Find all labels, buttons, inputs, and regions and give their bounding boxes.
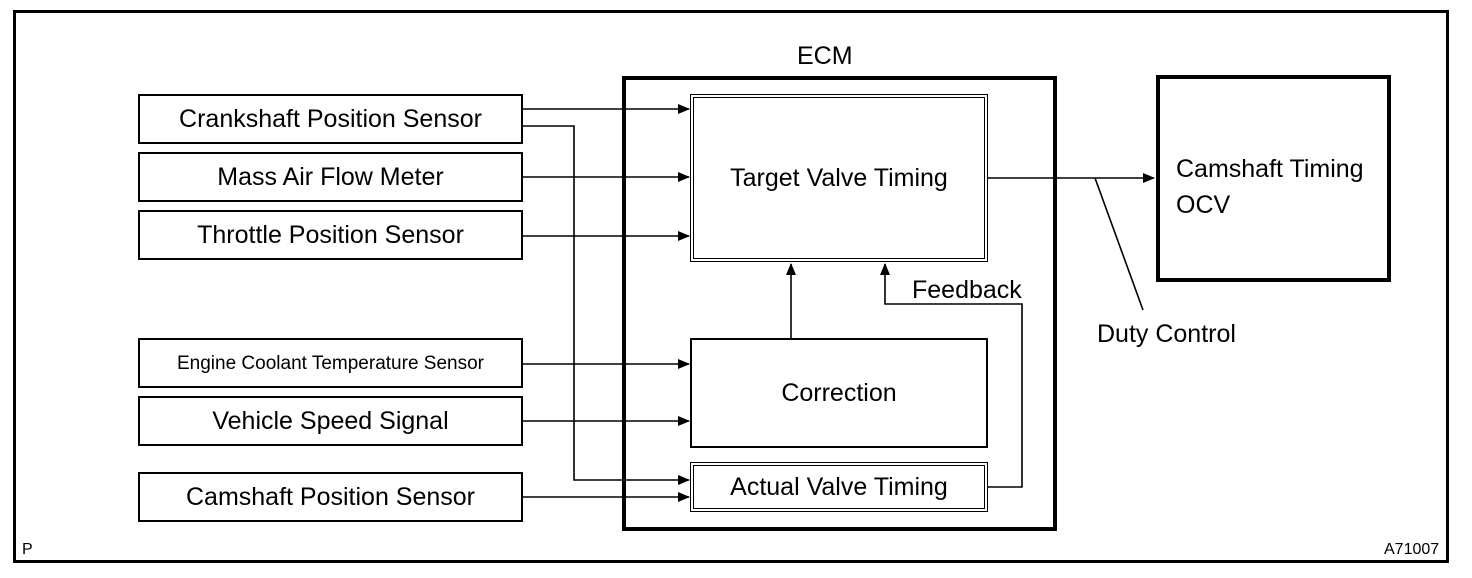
input-label: Vehicle Speed Signal [212, 406, 449, 435]
duty-control-leader [1094, 177, 1144, 311]
input-label: Throttle Position Sensor [197, 220, 464, 249]
input-crankshaft-position-sensor: Crankshaft Position Sensor [138, 94, 523, 144]
ocv-line-1: Camshaft Timing [1176, 155, 1364, 183]
ocv-line-2: OCV [1176, 191, 1231, 219]
corner-label-left: P [22, 541, 33, 558]
arrow-crankshaft-to-actual [523, 125, 690, 485]
target-valve-timing-block: Target Valve Timing [690, 94, 988, 262]
correction-block: Correction [690, 338, 988, 448]
block-label: Actual Valve Timing [730, 472, 948, 501]
input-engine-coolant-temperature-sensor: Engine Coolant Temperature Sensor [138, 338, 523, 388]
input-vehicle-speed-signal: Vehicle Speed Signal [138, 396, 523, 446]
input-camshaft-position-sensor: Camshaft Position Sensor [138, 472, 523, 522]
input-label: Mass Air Flow Meter [217, 162, 444, 191]
input-label: Engine Coolant Temperature Sensor [176, 352, 484, 374]
block-label: Target Valve Timing [730, 163, 948, 192]
diagram-frame [13, 10, 1449, 563]
actual-valve-timing-block: Actual Valve Timing [690, 462, 988, 512]
ecm-label: ECM [797, 42, 853, 70]
figure-code: A71007 [1384, 541, 1440, 558]
input-label: Camshaft Position Sensor [185, 482, 476, 511]
camshaft-timing-ocv-box: Camshaft Timing OCV [1156, 75, 1391, 282]
feedback-label: Feedback [912, 276, 1022, 304]
arrow-feedback [880, 263, 1023, 488]
input-mass-air-flow-meter: Mass Air Flow Meter [138, 152, 523, 202]
duty-control-label: Duty Control [1097, 320, 1236, 348]
input-label: Crankshaft Position Sensor [179, 104, 482, 133]
input-throttle-position-sensor: Throttle Position Sensor [138, 210, 523, 260]
block-label: Correction [781, 378, 897, 407]
